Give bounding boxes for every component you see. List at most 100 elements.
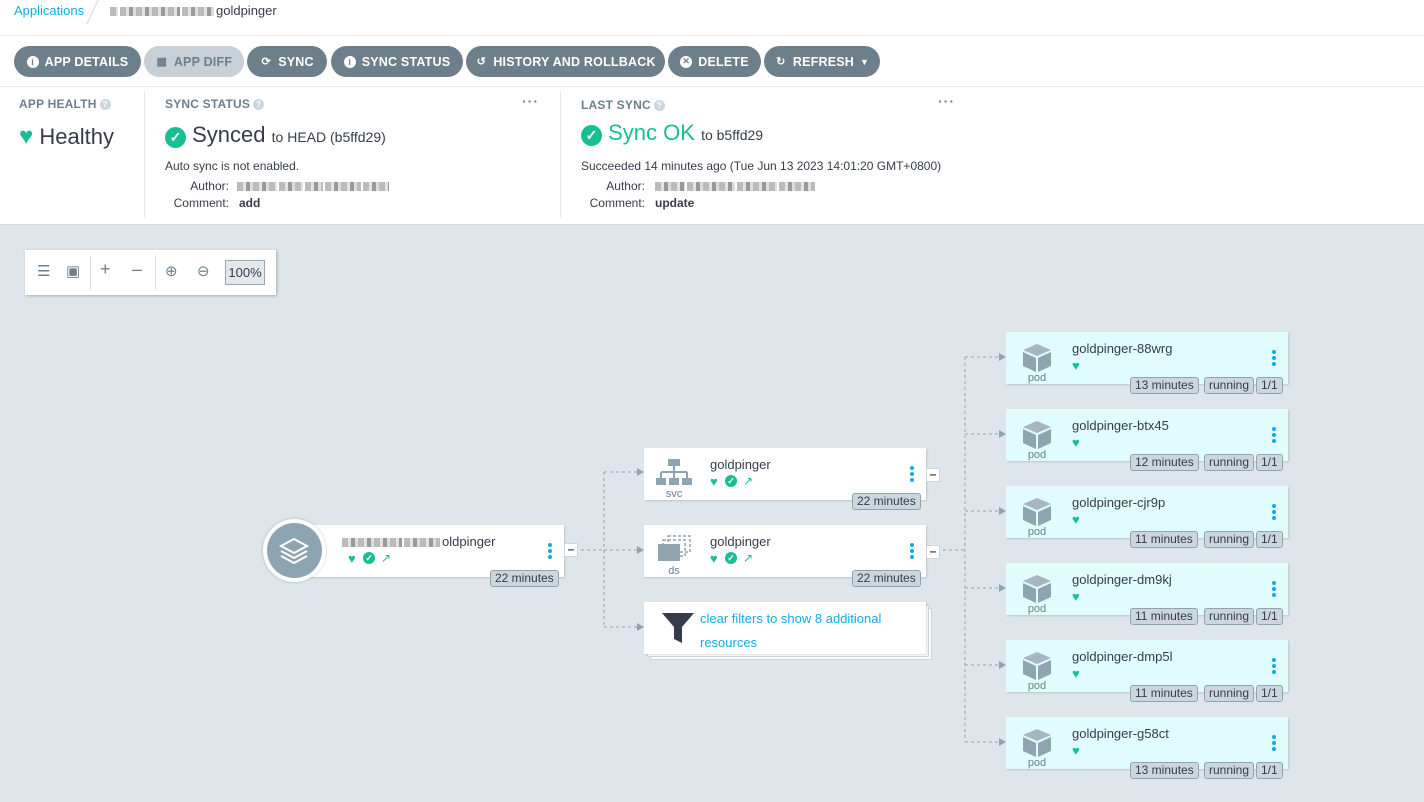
refresh-button[interactable]: ↻REFRESH▼: [764, 46, 880, 77]
check-circle-icon: ✓: [581, 125, 602, 146]
svc-node[interactable]: svc goldpinger ♥ ✓ ↗ 22 minutes: [644, 448, 926, 510]
help-icon[interactable]: ?: [253, 99, 265, 110]
zoom-in-icon[interactable]: ⊕: [165, 263, 178, 280]
app-diff-button[interactable]: ▩APP DIFF: [144, 46, 244, 77]
node-menu-icon[interactable]: [910, 543, 914, 561]
external-link-icon[interactable]: ↗: [743, 551, 754, 565]
check-circle-icon: ✓: [165, 127, 186, 148]
node-kind: pod: [1027, 372, 1047, 384]
comment-label: Comment:: [173, 196, 229, 210]
app-node[interactable]: oldpinger ♥ ✓ ↗ 22 minutes: [300, 525, 564, 587]
history-icon: ↺: [476, 56, 487, 68]
sync-status-label: SYNC STATUS: [361, 54, 451, 69]
status-tag: running: [1204, 608, 1255, 625]
breadcrumb-current-app: goldpinger: [110, 3, 277, 18]
heart-icon: ♥: [1072, 589, 1080, 604]
heart-icon: ♥: [1072, 435, 1080, 450]
ready-tag: 1/1: [1256, 608, 1283, 625]
pod-node-name: goldpinger-88wrg: [1072, 341, 1173, 356]
caret-down-icon: ▼: [860, 56, 870, 67]
author-label: Author:: [190, 179, 229, 193]
heart-icon: ♥: [1072, 743, 1080, 758]
history-label: HISTORY AND ROLLBACK: [493, 54, 656, 69]
zoom-level[interactable]: 100%: [225, 260, 265, 285]
age-tag: 13 minutes: [1130, 762, 1199, 779]
delete-label: DELETE: [698, 54, 749, 69]
ds-node-name: goldpinger: [710, 534, 771, 549]
app-node-name: oldpinger: [342, 534, 496, 549]
node-menu-icon[interactable]: [1272, 350, 1276, 368]
collapse-toggle[interactable]: –: [926, 545, 940, 559]
daemonset-icon: [658, 535, 691, 561]
pod-node-name: goldpinger-cjr9p: [1072, 495, 1166, 510]
age-tag: 22 minutes: [852, 570, 921, 587]
ready-tag: 1/1: [1256, 762, 1283, 779]
breadcrumb-applications-link[interactable]: Applications: [14, 3, 85, 18]
author-value-redacted: [655, 179, 817, 193]
column-divider: [560, 91, 561, 218]
refresh-label: REFRESH: [792, 54, 855, 69]
filter-node[interactable]: clear filters to show 8 additional resou…: [644, 602, 926, 654]
heart-icon: ♥: [710, 551, 718, 566]
collapse-toggle[interactable]: –: [926, 468, 940, 482]
sync-status-value: ✓ Synced to HEAD (b5ffd29): [165, 122, 386, 148]
sync-status-more-icon[interactable]: ···: [522, 93, 539, 109]
layers-icon: [267, 523, 322, 578]
filter-icon: [662, 613, 694, 643]
collapse-icon[interactable]: –: [132, 259, 143, 279]
divider: [155, 255, 156, 290]
status-panel: APP HEALTH? ♥ Healthy SYNC STATUS? ··· ✓…: [0, 87, 1424, 225]
expand-icon[interactable]: +: [100, 259, 111, 279]
ready-tag: 1/1: [1256, 531, 1283, 548]
node-menu-icon[interactable]: [1272, 427, 1276, 445]
node-menu-icon[interactable]: [1272, 581, 1276, 599]
app-details-label: APP DETAILS: [44, 54, 129, 69]
age-tag: 22 minutes: [852, 493, 921, 510]
node-kind: pod: [1027, 526, 1047, 538]
node-menu-icon[interactable]: [1272, 658, 1276, 676]
sync-label: SYNC: [278, 54, 314, 69]
app-health-text: Healthy: [39, 124, 114, 149]
node-menu-icon[interactable]: [1272, 504, 1276, 522]
sync-button[interactable]: ⟳ SYNC: [247, 46, 327, 77]
delete-button[interactable]: ✕DELETE: [668, 46, 761, 77]
node-menu-icon[interactable]: [548, 543, 552, 561]
node-menu-icon[interactable]: [910, 466, 914, 484]
last-sync-more-icon[interactable]: ···: [938, 93, 955, 109]
collapse-toggle[interactable]: –: [564, 543, 578, 557]
clear-filters-link[interactable]: clear filters to show 8 additional resou…: [700, 611, 882, 650]
redacted-text: [120, 7, 180, 17]
help-icon[interactable]: ?: [653, 100, 665, 111]
list-view-icon[interactable]: ☰: [37, 263, 51, 280]
node-kind: pod: [1027, 680, 1047, 692]
external-link-icon[interactable]: ↗: [381, 551, 392, 565]
node-kind: ds: [668, 565, 680, 577]
sync-icon: ⟳: [261, 56, 271, 68]
fit-view-icon[interactable]: ▣: [66, 263, 81, 280]
ready-tag: 1/1: [1256, 377, 1283, 394]
node-kind: pod: [1027, 449, 1047, 461]
ready-tag: 1/1: [1256, 454, 1283, 471]
zoom-out-icon[interactable]: ⊖: [197, 263, 210, 280]
node-menu-icon[interactable]: [1272, 735, 1276, 753]
history-rollback-button[interactable]: ↺ HISTORY AND ROLLBACK: [466, 46, 665, 77]
pod-cube-icon: [1023, 652, 1051, 680]
redacted-text: [110, 7, 118, 17]
external-link-icon[interactable]: ↗: [743, 474, 754, 488]
app-health-title: APP HEALTH?: [19, 97, 111, 111]
age-tag: 11 minutes: [1130, 608, 1198, 625]
last-sync-succeeded: Succeeded 14 minutes ago (Tue Jun 13 202…: [581, 159, 942, 173]
ds-node[interactable]: ds goldpinger ♥ ✓ ↗ 22 minutes: [644, 525, 926, 587]
help-icon[interactable]: ?: [99, 99, 111, 110]
status-tag: running: [1204, 762, 1255, 779]
breadcrumb-current-label: goldpinger: [216, 3, 277, 18]
